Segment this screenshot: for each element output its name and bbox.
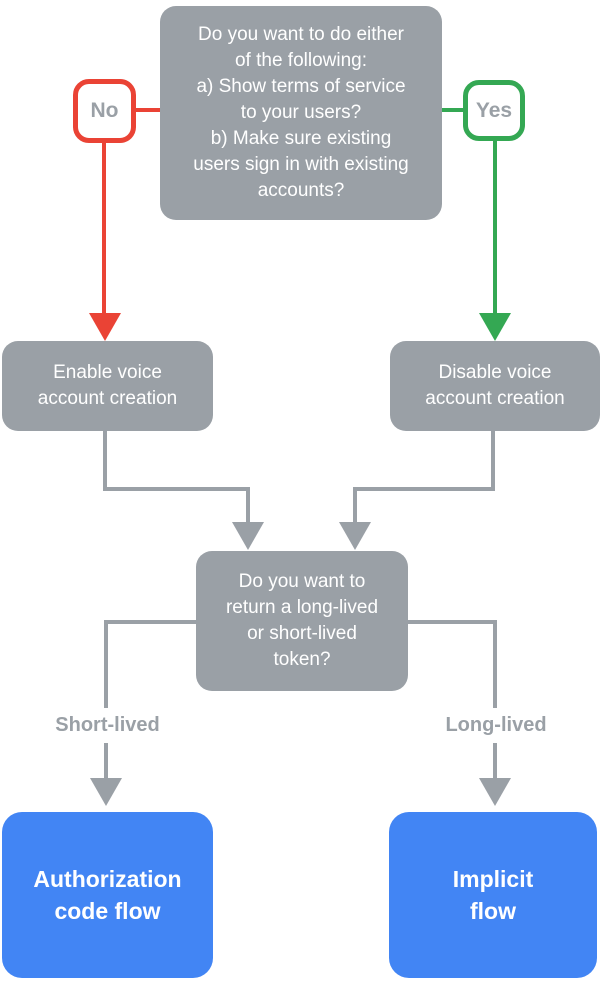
no-badge-text: No — [90, 99, 119, 122]
yes-badge: Yes — [463, 80, 525, 141]
authorization-code-flow-node: Authorization code flow — [2, 812, 213, 978]
question-node-token-lifetime: Do you want to return a long-lived or sh… — [196, 551, 408, 691]
disable-voice-account-creation-text: Disable voice account creation — [425, 362, 565, 409]
enable-branch-line-across — [103, 487, 250, 491]
enable-branch-line-stub — [246, 487, 250, 524]
enable-voice-account-creation-text: Enable voice account creation — [37, 362, 178, 409]
no-branch-line-vertical — [102, 140, 106, 315]
short-lived-label-text: Short-lived — [55, 714, 160, 736]
long-lived-branch-line-down — [493, 620, 497, 780]
arrow-down-icon-red — [89, 313, 121, 341]
authorization-code-flow-text: Authorization code flow — [33, 866, 182, 924]
arrow-down-icon-green — [479, 313, 511, 341]
no-branch-line-horizontal — [136, 108, 160, 112]
disable-branch-line-down — [491, 430, 495, 491]
short-lived-label: Short-lived — [22, 708, 193, 743]
arrow-down-icon-gray-left — [232, 522, 264, 550]
disable-branch-line-across — [353, 487, 495, 491]
long-lived-label: Long-lived — [410, 708, 582, 743]
no-badge: No — [73, 79, 136, 143]
enable-voice-account-creation-node: Enable voice account creation — [2, 341, 213, 431]
implicit-flow-text: Implicit flow — [452, 866, 534, 924]
arrow-down-icon-long-lived — [479, 778, 511, 806]
yes-badge-text: Yes — [475, 98, 513, 122]
question-node-token-lifetime-text: Do you want to return a long-lived or sh… — [225, 571, 379, 670]
short-lived-branch-line-across — [104, 620, 196, 624]
yes-branch-line-horizontal — [440, 108, 463, 112]
enable-branch-line-down — [103, 430, 107, 491]
disable-branch-line-stub — [353, 487, 357, 524]
question-node-terms-and-accounts: Do you want to do either of the followin… — [160, 6, 442, 220]
short-lived-branch-line-down — [104, 620, 108, 780]
question-node-terms-and-accounts-text: Do you want to do either of the followin… — [193, 24, 409, 201]
arrow-down-icon-short-lived — [90, 778, 122, 806]
yes-branch-line-vertical — [493, 139, 497, 315]
disable-voice-account-creation-node: Disable voice account creation — [390, 341, 600, 431]
implicit-flow-node: Implicit flow — [389, 812, 597, 978]
long-lived-branch-line-across — [408, 620, 497, 624]
long-lived-label-text: Long-lived — [445, 714, 547, 736]
arrow-down-icon-gray-right — [339, 522, 371, 550]
